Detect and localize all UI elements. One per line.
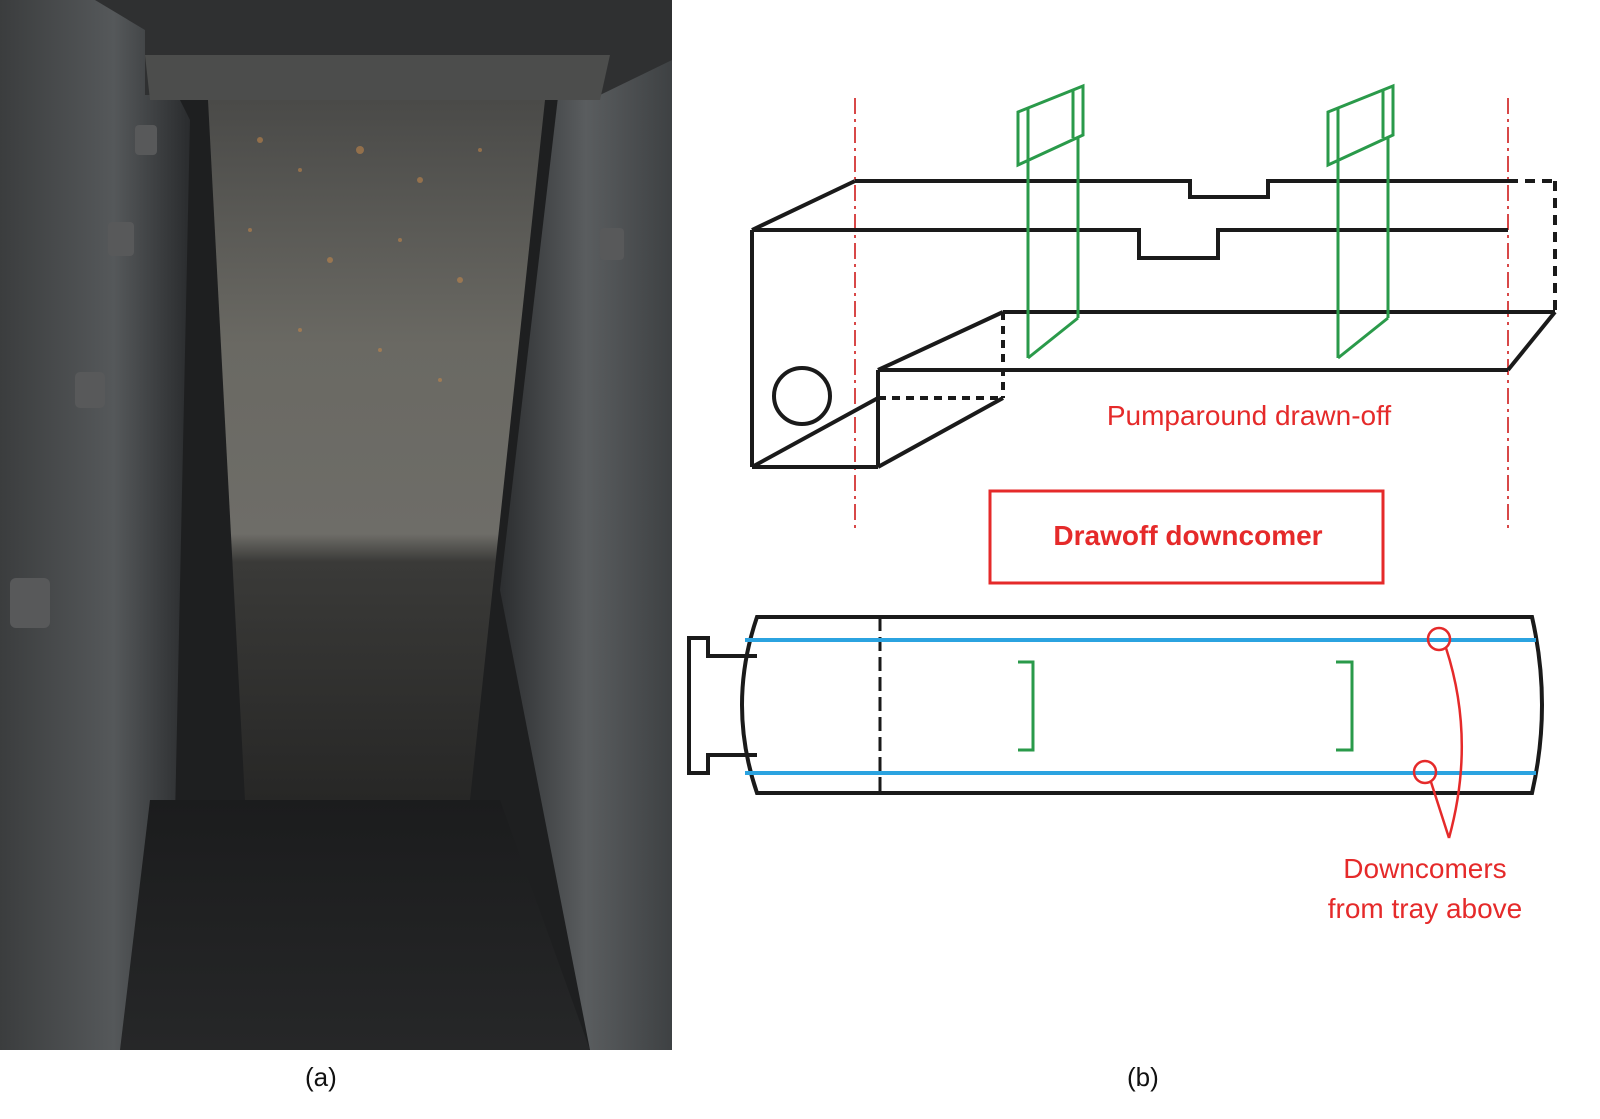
plan-view (687, 615, 1544, 839)
drawoff-diagram: Pumparound drawn-off Drawoff downcomer D… (687, 83, 1557, 924)
green-bracket-right (1336, 660, 1354, 752)
downcomers-label-line2: from tray above (1328, 893, 1523, 924)
downcomers-label-line1: Downcomers (1343, 853, 1506, 884)
nozzle-circle (772, 366, 832, 426)
downcomer-photo (0, 0, 672, 1050)
pumparound-label: Pumparound drawn-off (1107, 400, 1392, 431)
trough-outline (750, 179, 1557, 469)
drawoff-title-box (988, 489, 1385, 585)
drawoff-title: Drawoff downcomer (1053, 520, 1322, 551)
caption-b: (b) (1127, 1062, 1159, 1092)
green-bracket-left (1018, 660, 1035, 752)
downcomer-circle-top (1426, 626, 1452, 652)
green-slot-right (1326, 83, 1395, 360)
green-slot-left (1016, 83, 1085, 360)
downcomer-leader (1429, 647, 1463, 839)
caption-a: (a) (305, 1062, 337, 1092)
downcomer-circle-bottom (1412, 759, 1438, 785)
